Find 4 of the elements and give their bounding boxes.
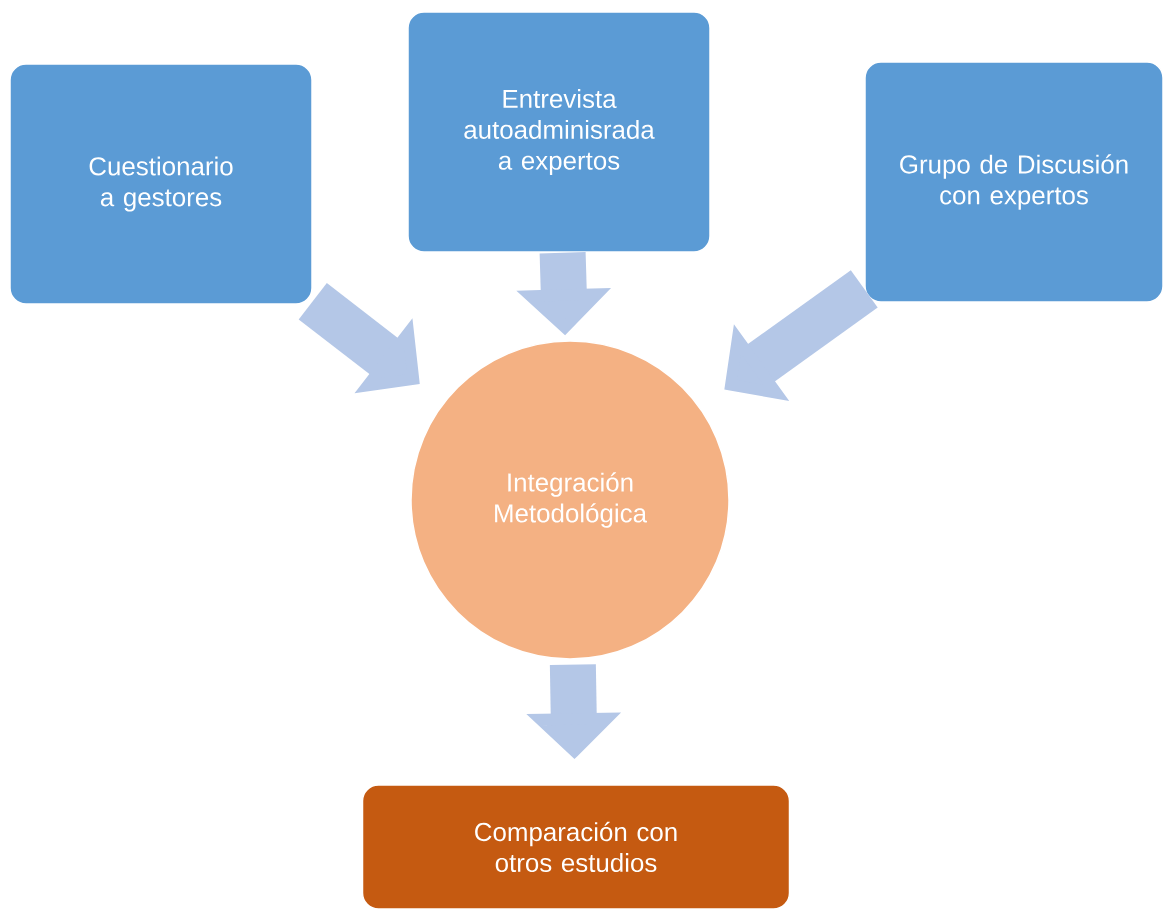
- method-box: Cuestionario a gestores: [9, 63, 313, 305]
- result-box: Comparación con otros estudios: [361, 784, 791, 910]
- method-box: Grupo de Discusión con expertos: [864, 61, 1163, 303]
- method-box: Entrevista autoadminisrada a expertos: [407, 11, 711, 253]
